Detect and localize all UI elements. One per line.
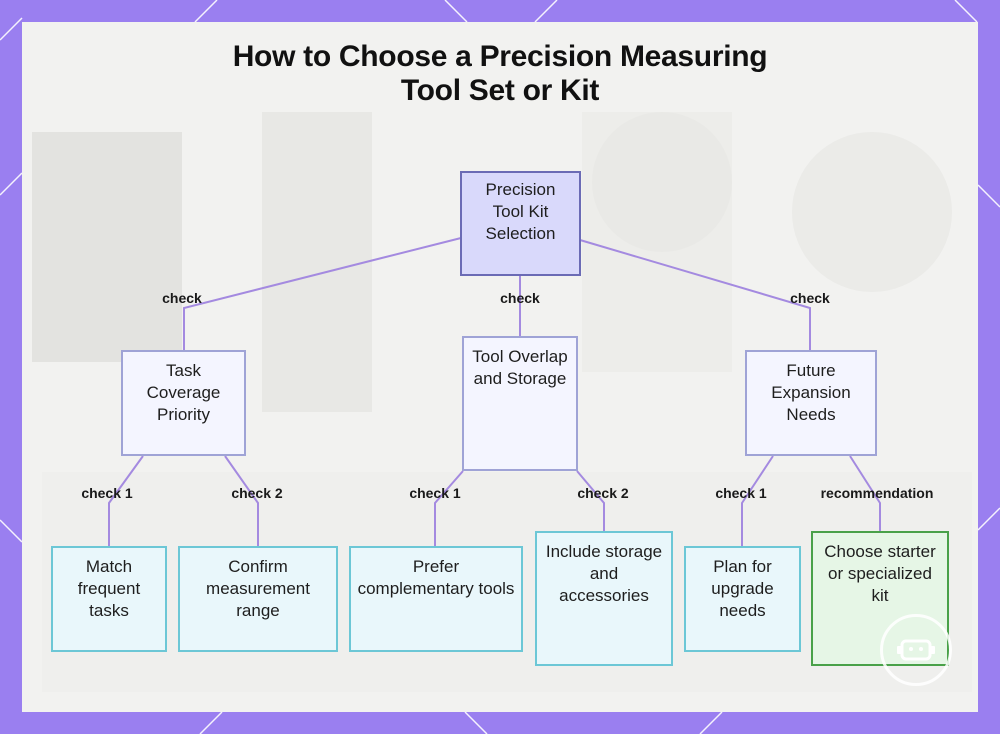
node-tool-overlap: Tool Overlap and Storage <box>462 336 578 471</box>
edge-label-include: check 2 <box>577 485 628 501</box>
node-plan-upgrade: Plan for upgrade needs <box>684 546 801 652</box>
node-include-storage-label: Include storage and accessories <box>543 541 665 607</box>
node-future-expansion: Future Expansion Needs <box>745 350 877 456</box>
edge-task-to-match <box>109 456 143 546</box>
edge-label-plan: check 1 <box>715 485 766 501</box>
edge-overlap-to-include <box>577 471 604 531</box>
robot-badge-icon <box>880 614 952 686</box>
node-prefer-tools-label: Prefer complementary tools <box>357 556 515 600</box>
node-task-coverage: Task Coverage Priority <box>121 350 246 456</box>
edge-label-task: check <box>162 290 202 306</box>
root-node-label: Precision Tool Kit Selection <box>468 179 573 245</box>
node-future-expansion-label: Future Expansion Needs <box>753 360 869 426</box>
edge-label-match: check 1 <box>81 485 132 501</box>
node-include-storage: Include storage and accessories <box>535 531 673 666</box>
robot-face-icon <box>896 635 936 665</box>
node-match-tasks-label: Match frequent tasks <box>59 556 159 622</box>
node-prefer-tools: Prefer complementary tools <box>349 546 523 652</box>
edge-overlap-to-prefer <box>435 471 463 546</box>
node-confirm-range: Confirm measurement range <box>178 546 338 652</box>
edge-root-to-task <box>184 238 461 350</box>
edge-future-to-plan <box>742 456 773 546</box>
root-node: Precision Tool Kit Selection <box>460 171 581 276</box>
node-plan-upgrade-label: Plan for upgrade needs <box>692 556 793 622</box>
edge-label-prefer: check 1 <box>409 485 460 501</box>
node-tool-overlap-label: Tool Overlap and Storage <box>470 346 570 390</box>
edge-root-to-future <box>580 240 810 350</box>
node-choose-kit-label: Choose starter or specialized kit <box>819 541 941 607</box>
node-confirm-range-label: Confirm measurement range <box>186 556 330 622</box>
node-match-tasks: Match frequent tasks <box>51 546 167 652</box>
node-task-coverage-label: Task Coverage Priority <box>129 360 238 426</box>
edge-label-recommendation: recommendation <box>821 485 934 501</box>
edge-label-confirm: check 2 <box>231 485 282 501</box>
edge-label-future: check <box>790 290 830 306</box>
edge-task-to-confirm <box>225 456 258 546</box>
edge-label-overlap: check <box>500 290 540 306</box>
